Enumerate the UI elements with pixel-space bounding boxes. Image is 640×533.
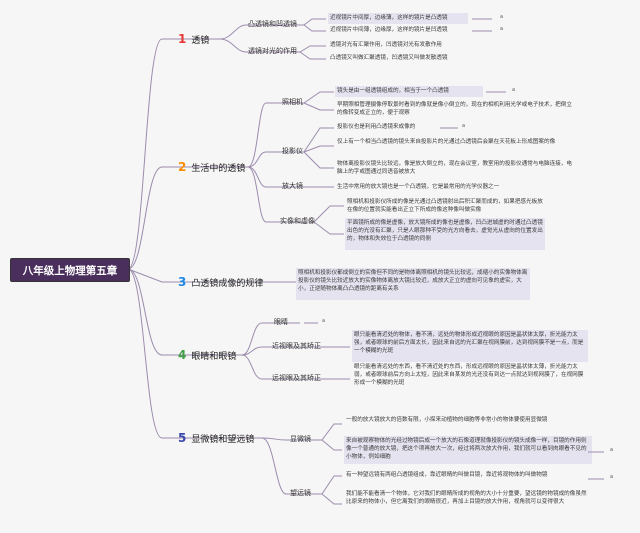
b5-mic-leaf-2-mark: a (610, 447, 614, 453)
branch-5-node[interactable]: 5 显微镜和望远镜 (178, 429, 254, 447)
b4-hyperopia-text: 眼只能看清远处的东西，看不清近处的东西，形成远视眼的原因是晶状体太薄，折光能力太… (354, 364, 584, 386)
connector-b1-s1-l2 (303, 24, 326, 32)
b2-camera[interactable]: 照相机 (282, 98, 303, 106)
highlight-b2-img (345, 218, 545, 250)
connector-b2-img-l1 (313, 205, 344, 223)
branch-4-title: 眼睛和眼镜 (191, 351, 237, 362)
b2-proj-leaf-3: 物体离投影仪镜头比较远，像是放大倒立的，现在会议室，教室用的投影仪通常与电脑连接… (337, 161, 572, 175)
b5-tel-leaf-1: 有一种望远镜有两组凸透镜组成，靠近眼睛的叫做目镜，靠近将观物体的叫做物镜 (346, 472, 548, 478)
connector-root-b4 (127, 268, 242, 356)
branch-4-node[interactable]: 4 眼睛和眼镜 (178, 346, 236, 364)
b2-img-leaf-1: 照相机和投影仪所成的像是光通过凸透镜射出后积汇聚而成的，如果把感光板放在像的位置… (347, 199, 543, 213)
connector-b5-mic (261, 437, 322, 441)
highlight-b3 (296, 268, 530, 300)
connector-root-b1 (127, 38, 220, 270)
b5-telescope[interactable]: 望远镜 (290, 489, 311, 497)
connector-b2-proj (247, 151, 304, 168)
connector-b5-tel-l1 (321, 475, 342, 495)
connector-b2-proj-l3 (303, 151, 334, 169)
root-topic[interactable]: 八年级上物理第五章 (10, 258, 130, 282)
highlight-b1-s1-l1 (328, 13, 468, 24)
connector-b5-mic-l1 (321, 423, 342, 441)
b1-s1-leaf-1: 近视镜片中间厚，边缘薄，这样的镜片是凸透镜 (330, 15, 448, 21)
branch-1-title: 透镜 (191, 35, 210, 46)
connector-b2-proj-l1 (303, 127, 334, 153)
branch-2-node[interactable]: 2 生活中的透镜 (178, 158, 245, 176)
b2-cam-leaf-1: 镜头是由一组透镜组成的，相当于一个凸透镜 (337, 88, 449, 94)
b1-lens-types[interactable]: 凸透镜和凹透镜 (248, 20, 297, 28)
b5-mic-leaf-2: 来自被观察物体的光经过物镜后成一个放大的石像道理就像投影仪的镜头成像一样，目镜的… (346, 438, 587, 460)
connector-b2-img (247, 166, 314, 223)
connector-b5-mic-l2 (321, 439, 342, 451)
b2-proj-leaf-2: 仅上有一个相当凸透镜的镜头来自投影片的光通过凸透镜后会聚在天花板上形成图案的像 (337, 139, 556, 145)
b4-myopia-text: 眼只能看清近处的物体，看不清，远处的物体形成近视眼的原因是晶状体太厚，折光能力太… (354, 332, 584, 354)
highlight-b5-mic-l2 (344, 436, 592, 464)
b2-proj-leaf-1: 投影仪也是利用凸透镜来成像的 (337, 124, 416, 130)
branch-2-title: 生活中的透镜 (191, 163, 246, 174)
b2-img-leaf-2: 平面镜所成的像是虚像，放大镜所成的像也是虚像，凹凸进城虚的时通过凸透镜出色的光没… (347, 220, 543, 242)
b1-s2-leaf-1: 透镜对光有汇聚作用，凹透镜对光有发散作用 (330, 42, 442, 48)
b1-s2-leaf-2: 凸透镜又叫做汇聚透镜，凹透镜又叫做发散透镜 (330, 55, 448, 61)
connector-b4-s3 (241, 354, 328, 380)
connector-root-b2 (127, 166, 248, 270)
connector-root-b3 (127, 268, 268, 283)
branch-5-number: 5 (178, 431, 187, 445)
connector-b2-proj-l2 (303, 145, 334, 153)
b5-tel-leaf-2: 我们能不能看清一个物体，它对我们的眼睛所成的视角的大小十分重要，望远镜的物镜成的… (346, 491, 587, 505)
b4-eye-mark: a (322, 318, 326, 324)
branch-3-title: 凸透镜成像的规律 (191, 278, 264, 289)
b3-rule-text: 照相机和投影仪都成倒立的实像但不同的是物体离照相机的镜头比较远，成缩小的实像物体… (298, 270, 528, 292)
connector-b2-cam (247, 102, 304, 168)
connector-b1-s2 (219, 38, 300, 53)
connector-b2-mag (247, 166, 304, 188)
connector-b2-cam-l2 (303, 102, 334, 111)
b2-magnifier[interactable]: 放大镜 (282, 182, 303, 190)
connector-b2-cam-l1 (303, 91, 334, 104)
branch-3-number: 3 (178, 275, 187, 289)
branch-1-node[interactable]: 1 透镜 (178, 30, 209, 48)
connector-b4-s1 (241, 322, 300, 356)
b2-proj-leaf-1-mark: a (462, 123, 466, 129)
b4-eye[interactable]: 眼睛 (274, 318, 288, 326)
b1-lens-effect[interactable]: 透镜对光的作用 (248, 47, 297, 55)
b2-cam-leaf-1-mark: a (512, 87, 516, 93)
highlight-b4-s2 (352, 330, 588, 362)
b2-projector[interactable]: 投影仪 (282, 147, 303, 155)
connector-b1-s1-l1 (303, 18, 326, 26)
b4-hyperopia[interactable]: 远视眼及其矫正 (272, 374, 321, 382)
highlight-b2-cam-l1 (335, 86, 483, 97)
b4-myopia[interactable]: 近视眼及其矫正 (272, 342, 321, 350)
connector-b5-tel (261, 437, 322, 495)
branch-1-number: 1 (178, 32, 187, 46)
b2-mag-leaf-1: 生活中常用的放大镜也是一个凸透镜，它是最常用的光学仪器之一 (337, 184, 500, 190)
branch-5-title: 显微镜和望远镜 (191, 434, 255, 445)
branch-2-number: 2 (178, 160, 187, 174)
connector-b4-s2 (241, 346, 328, 356)
b5-tel-leaf-1-mark: a (610, 474, 614, 480)
connector-root-b5 (127, 268, 262, 439)
connector-b5-tel-l2 (321, 493, 342, 505)
connector-b1-s2-l1 (299, 45, 326, 53)
b1-s1-leaf-2: 近视镜片中间薄，边缘厚，这样的镜片是凹透镜 (330, 27, 448, 33)
b1-s1-leaf-2-mark: a (500, 26, 504, 32)
b5-microscope[interactable]: 显微镜 (290, 435, 311, 443)
connector-b1-s2-l2 (299, 51, 326, 60)
b2-cam-leaf-2: 早期照相管理摄像停取景时看到的像就是像小倒立的，现在的相机利用光学或电子技术，把… (337, 102, 572, 116)
branch-3-node[interactable]: 3 凸透镜成像的规律 (178, 273, 263, 291)
branch-4-number: 4 (178, 348, 187, 362)
b1-s1-leaf-1-mark: a (500, 14, 504, 20)
connector-b1-s1 (219, 24, 304, 40)
connector-b2-img-l2 (313, 221, 344, 235)
b5-mic-leaf-1: 一般的放大镜放大的倍数有限，小探来动植物的细胞等非常小的物体要使用显微镜 (346, 417, 548, 423)
b2-real-virtual-image[interactable]: 实像和虚像 (280, 217, 315, 225)
